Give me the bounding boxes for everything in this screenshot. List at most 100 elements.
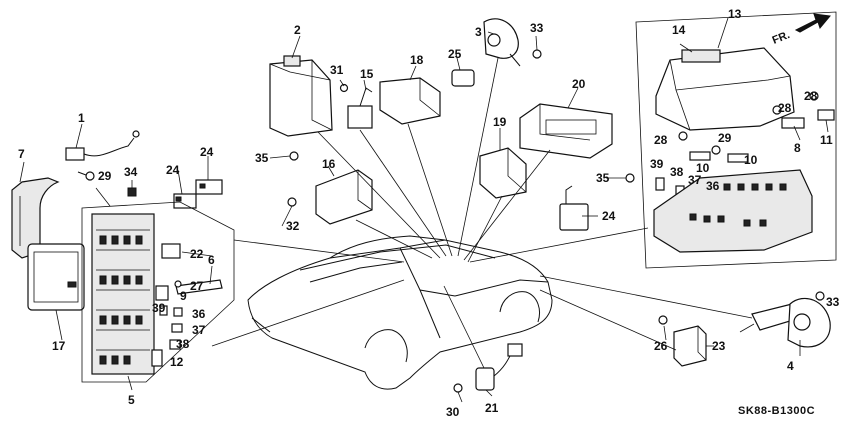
- part-33-bolt-bottom: [815, 291, 825, 301]
- part-28-bolt-b: [772, 105, 782, 115]
- callout-35-b: 35: [596, 171, 610, 185]
- callout-12: 12: [170, 355, 184, 369]
- callout-39-b: 39: [650, 157, 664, 171]
- callout-24-b: 24: [200, 145, 214, 159]
- callout-33-b: 33: [826, 295, 840, 309]
- callout-7: 7: [18, 147, 25, 161]
- part-29-bolt-right: [711, 145, 721, 155]
- callout-13: 13: [728, 7, 742, 21]
- part-12-relay: [151, 349, 163, 367]
- callout-29-b: 29: [718, 131, 732, 145]
- callout-3: 3: [475, 25, 482, 39]
- part-32-bolt: [287, 197, 297, 207]
- part-28-bolt-a: [678, 131, 688, 141]
- part-19-relay: [479, 147, 527, 199]
- part-13-box-base: [653, 169, 813, 253]
- callout-32: 32: [286, 219, 300, 233]
- part-34-nut: [127, 187, 137, 197]
- callout-4: 4: [787, 359, 794, 373]
- part-13-under-hood-box-frame: [635, 11, 837, 269]
- part-26-bolt: [658, 315, 668, 325]
- front-direction-label: FR.: [771, 29, 792, 47]
- part-25-connector: [451, 69, 475, 87]
- callout-38-a: 38: [176, 337, 190, 351]
- part-29-bolt: [77, 171, 95, 181]
- part-4-horn-low: [751, 297, 831, 348]
- part-18-relay-module: [379, 77, 441, 125]
- leader-lines: [19, 17, 829, 403]
- part-33-bolt-top: [532, 49, 542, 59]
- callout-25: 25: [448, 47, 462, 61]
- callout-29-a: 29: [98, 169, 112, 183]
- callout-35-a: 35: [255, 151, 269, 165]
- callout-26: 26: [654, 339, 668, 353]
- part-37-fuse: [171, 323, 183, 333]
- part-9-relay: [155, 285, 169, 301]
- part-17-relay-box: [27, 243, 85, 311]
- drawing-code: SK88-B1300C: [738, 405, 815, 417]
- part-27-bolt: [174, 280, 182, 288]
- callout-37-a: 37: [192, 323, 206, 337]
- callout-34: 34: [124, 165, 138, 179]
- part-11-bracket: [817, 109, 835, 121]
- part-24-relay-right: [559, 185, 589, 231]
- part-13-box-cover: [655, 47, 795, 131]
- callout-38-b: 38: [670, 165, 684, 179]
- part-1-ground-wire: [65, 130, 140, 161]
- callout-17: 17: [52, 339, 66, 353]
- part-28-bolt-c: [809, 91, 819, 101]
- part-15-relay: [347, 87, 373, 129]
- callout-labels: 1 2 3 4 5 6 7 8 9 10 10 11 12 13 14 15 1…: [18, 7, 840, 419]
- part-39-fuse: [159, 305, 168, 316]
- part-39-fuse-right: [655, 177, 665, 191]
- part-35-bolt-left: [289, 151, 299, 161]
- callout-24-a: 24: [166, 163, 180, 177]
- callout-5: 5: [128, 393, 135, 407]
- front-direction-indicator: FR.: [771, 13, 831, 47]
- callout-6: 6: [208, 253, 215, 267]
- callout-20: 20: [572, 77, 586, 91]
- part-2-control-unit: [269, 55, 333, 137]
- part-16-control-unit: [315, 169, 373, 225]
- callout-36-a: 36: [192, 307, 206, 321]
- callout-22: 22: [190, 247, 204, 261]
- callout-28-c: 28: [804, 89, 818, 103]
- callout-14: 14: [672, 23, 686, 37]
- callout-18: 18: [410, 53, 424, 67]
- front-direction-arrow-icon: [794, 13, 831, 33]
- callout-10-a: 10: [696, 161, 710, 175]
- callout-39-a: 39: [152, 301, 166, 315]
- part-8-bracket: [781, 117, 805, 129]
- car-body-outline: [247, 235, 553, 390]
- part-14-label: [681, 49, 721, 63]
- part-24-connector-b: [195, 179, 223, 195]
- part-24-connector-a: [173, 193, 197, 209]
- callout-16: 16: [322, 157, 336, 171]
- part-35-bolt-right: [625, 173, 635, 183]
- part-21-sensor: [475, 343, 523, 391]
- callout-33-a: 33: [530, 21, 544, 35]
- callout-8: 8: [794, 141, 801, 155]
- part-10-clip-a: [689, 151, 711, 161]
- callout-1: 1: [78, 111, 85, 125]
- part-22-relay: [161, 243, 181, 259]
- part-23-relay: [673, 325, 707, 367]
- callout-19: 19: [493, 115, 507, 129]
- part-5-under-dash-fuse-block: [81, 201, 235, 383]
- part-6-bracket: [175, 279, 223, 295]
- part-30-bolt: [453, 383, 463, 393]
- callout-10-b: 10: [744, 153, 758, 167]
- callout-23: 23: [712, 339, 726, 353]
- callout-31: 31: [330, 63, 344, 77]
- callout-9: 9: [180, 289, 187, 303]
- callout-2: 2: [294, 23, 301, 37]
- part-36-fuse: [173, 307, 183, 317]
- part-38-fuse: [169, 339, 181, 350]
- callout-21: 21: [485, 401, 499, 415]
- callout-36-b: 36: [706, 179, 720, 193]
- callout-37-b: 37: [688, 173, 702, 187]
- callout-11: 11: [820, 133, 833, 147]
- callout-28-a: 28: [654, 133, 668, 147]
